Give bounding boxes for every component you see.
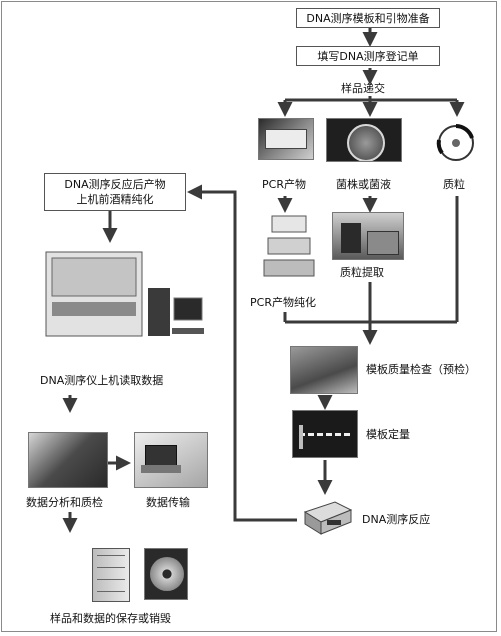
laptop-photo — [134, 432, 208, 488]
step-sample-delivery: 样品递交 — [341, 82, 385, 95]
data-analysis-photo — [28, 432, 108, 488]
step-strain-or-culture: 菌株或菌液 — [336, 178, 391, 191]
pcr-tube-rack-photo — [258, 118, 314, 160]
step-pcr-product: PCR产物 — [262, 178, 306, 191]
step-plasmid: 质粒 — [443, 178, 465, 191]
column-purification-diagram — [258, 212, 320, 280]
gel-band-photo — [292, 410, 358, 458]
freezer-photo — [92, 548, 130, 602]
step-template-quant: 模板定量 — [366, 428, 410, 441]
petri-dish-photo — [326, 118, 402, 162]
lab-instrument-photo — [332, 212, 404, 260]
step-template-prep: DNA测序模板和引物准备 — [296, 8, 440, 28]
step-template-qc: 模板质量检查（预检） — [366, 363, 476, 376]
step-sample-data-storage: 样品和数据的保存或销毁 — [50, 612, 171, 625]
plasmid-map-diagram — [428, 118, 484, 168]
step-fill-form: 填写DNA测序登记单 — [296, 46, 440, 66]
step-ethanol-purification: DNA测序反应后产物 上机前酒精纯化 — [44, 173, 186, 211]
step-data-analysis-qc: 数据分析和质检 — [26, 496, 103, 509]
dna-sequencer-photo — [36, 244, 206, 344]
step-plasmid-extraction: 质粒提取 — [340, 266, 384, 279]
arrow-reaction-to-ethanol — [187, 184, 297, 522]
step-sequencer-read: DNA测序仪上机读取数据 — [40, 374, 164, 387]
step-sequencing-reaction: DNA测序反应 — [362, 513, 431, 526]
thermocycler-icon — [299, 494, 355, 538]
step-pcr-purification: PCR产物纯化 — [250, 296, 316, 309]
data-disc-photo — [144, 548, 188, 600]
step-data-transfer: 数据传输 — [146, 496, 190, 509]
gel-electrophoresis-photo — [290, 346, 358, 394]
